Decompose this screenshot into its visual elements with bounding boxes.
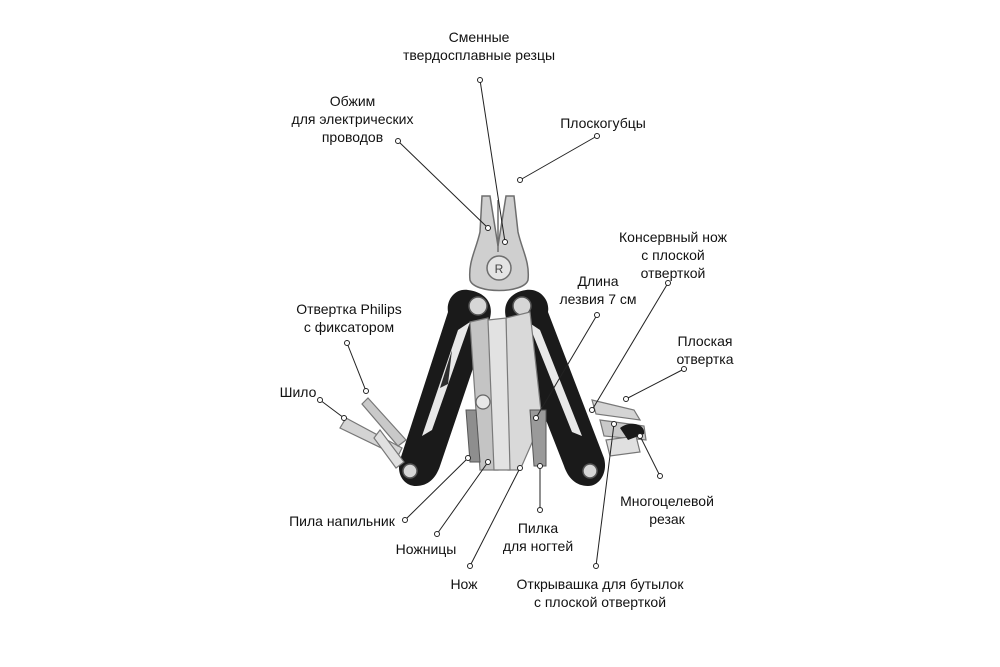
leader-dot <box>537 507 543 513</box>
leader-dot <box>485 459 491 465</box>
leader-dot <box>681 366 687 372</box>
label-can-opener: Консервный нож с плоской отверткой <box>619 229 727 281</box>
leader-dot <box>517 465 523 471</box>
leader-dot <box>517 177 523 183</box>
leader-dot <box>395 138 401 144</box>
leader-dot <box>502 239 508 245</box>
leader-dot <box>434 531 440 537</box>
left-handle <box>398 289 491 486</box>
leader-dot <box>665 280 671 286</box>
leader-lines <box>317 77 687 569</box>
leader-dot <box>657 473 663 479</box>
label-nail-file: Пилка для ногтей <box>502 520 574 554</box>
center-tools <box>465 311 547 471</box>
label-crimper: Обжим для электрических проводов <box>291 93 414 145</box>
leader-dot <box>317 397 323 403</box>
label-scissors: Ножницы <box>395 541 457 557</box>
leader-dot <box>593 563 599 569</box>
pliers-head: R <box>468 195 530 292</box>
leader-dot <box>533 415 539 421</box>
leader-dot <box>594 312 600 318</box>
label-flat-screwdriver: Плоская отвертка <box>676 333 734 367</box>
label-multi-cutter: Многоцелевой резак <box>620 493 714 527</box>
label-blade-length: Длина лезвия 7 см <box>559 273 637 307</box>
leader-dot <box>611 421 617 427</box>
leader-dot <box>465 455 471 461</box>
leader-dot <box>594 133 600 139</box>
label-knife: Нож <box>450 576 478 592</box>
label-carbide-cutters: Сменные твердосплавные резцы <box>402 29 556 63</box>
label-awl: Шило <box>279 384 317 400</box>
logo-mark: R <box>495 262 504 276</box>
right-fanned-tools <box>591 399 647 457</box>
leader-dot <box>402 517 408 523</box>
leader-dot <box>363 388 369 394</box>
leader-dot <box>344 340 350 346</box>
leader-dot <box>537 463 543 469</box>
leader-dot <box>467 563 473 569</box>
leader-dot <box>637 433 643 439</box>
label-philips: Отвертка Philips с фиксатором <box>296 301 402 335</box>
leader-dot <box>477 77 483 83</box>
leader-dot <box>623 396 629 402</box>
leader-dot <box>341 415 347 421</box>
label-saw-file: Пила напильник <box>289 513 395 529</box>
leader-dot <box>485 225 491 231</box>
leader-dot <box>589 407 595 413</box>
left-fanned-tools <box>339 397 407 469</box>
label-pliers: Плоскогубцы <box>560 115 646 131</box>
label-bottle-opener: Открывашка для бутылок с плоской отвертк… <box>516 576 684 610</box>
